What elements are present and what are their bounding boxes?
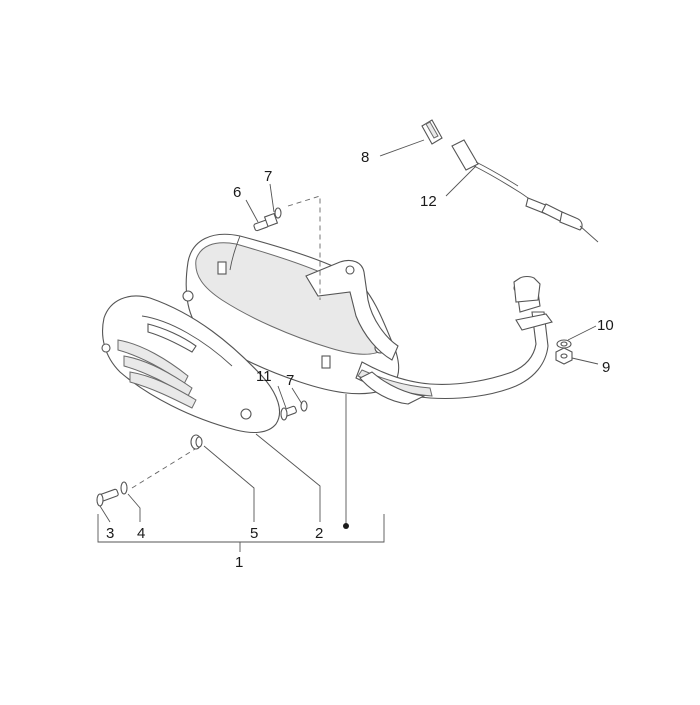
callout-10: 10 xyxy=(597,317,614,334)
callout-7-lower: 7 xyxy=(286,372,294,389)
washer-10 xyxy=(556,339,572,349)
callout-1: 1 xyxy=(235,554,243,571)
nut-9 xyxy=(555,347,573,365)
washer-5 xyxy=(190,434,203,450)
callout-9: 9 xyxy=(602,359,610,376)
mounting-bracket xyxy=(305,259,399,361)
lambda-sensor-12 xyxy=(451,139,599,243)
callout-6: 6 xyxy=(233,184,241,201)
leader-lines xyxy=(99,139,599,523)
washer-7-lower xyxy=(300,400,308,412)
assembly-line-upper xyxy=(287,195,321,300)
screw-3 xyxy=(96,488,119,507)
assembly-line-lower xyxy=(131,445,201,489)
callout-8: 8 xyxy=(361,149,369,166)
screw-11 xyxy=(280,405,297,421)
callout-3: 3 xyxy=(106,525,114,542)
callout-12: 12 xyxy=(420,193,437,210)
callout-2: 2 xyxy=(315,525,323,542)
reference-dot xyxy=(343,523,349,529)
screw-6 xyxy=(253,212,279,232)
header-pipe xyxy=(355,275,553,405)
group-bracket xyxy=(97,514,385,543)
washer-7-upper xyxy=(274,207,282,219)
mount-boss-left xyxy=(182,290,194,302)
callout-5: 5 xyxy=(250,525,258,542)
silencer-clip-upper xyxy=(217,261,227,275)
callout-4: 4 xyxy=(137,525,145,542)
silencer-clip-lower xyxy=(321,355,331,369)
washer-4 xyxy=(120,481,128,495)
callout-7-upper: 7 xyxy=(264,168,272,185)
pipe-flange xyxy=(515,313,553,331)
heat-shield xyxy=(101,295,280,434)
connector-8 xyxy=(421,119,443,145)
callout-11: 11 xyxy=(256,368,272,385)
